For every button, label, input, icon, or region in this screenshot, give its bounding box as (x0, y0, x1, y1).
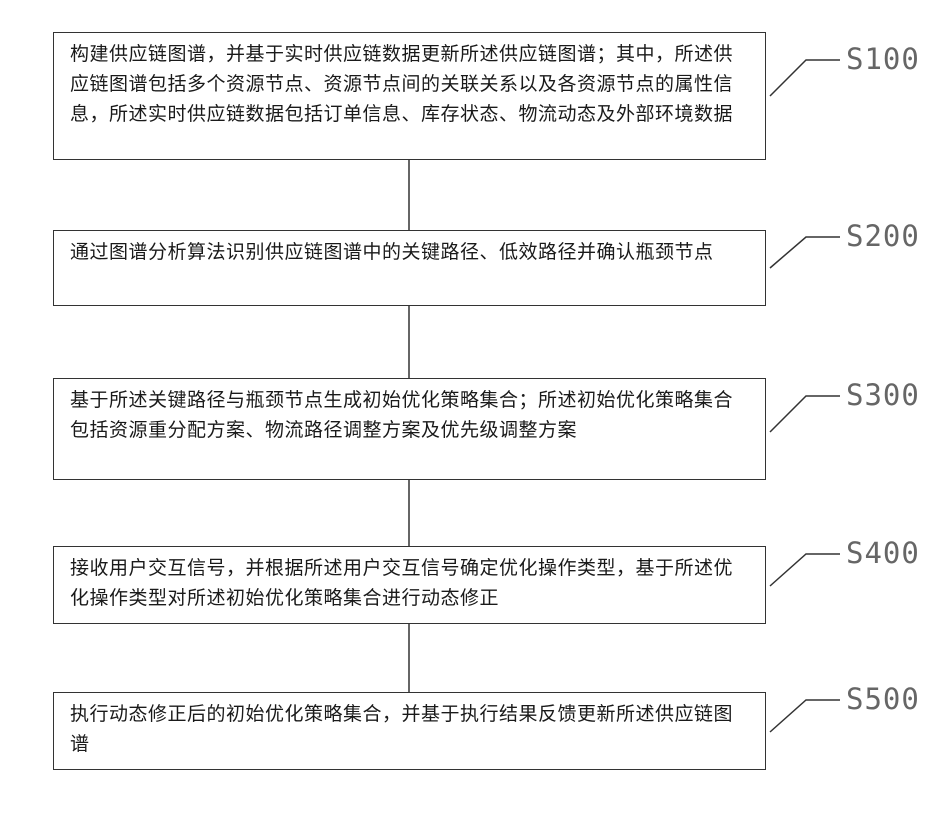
step-box-s200: 通过图谱分析算法识别供应链图谱中的关键路径、低效路径并确认瓶颈节点 (53, 230, 766, 306)
step-text-s400: 接收用户交互信号，并根据所述用户交互信号确定优化操作类型，基于所述优化操作类型对… (70, 557, 733, 609)
leader-s100 (770, 60, 840, 96)
leader-s300 (770, 396, 840, 432)
step-box-s300: 基于所述关键路径与瓶颈节点生成初始优化策略集合；所述初始优化策略集合包括资源重分… (53, 378, 766, 480)
step-label-s400: S400 (846, 536, 920, 570)
step-text-s500: 执行动态修正后的初始优化策略集合，并基于执行结果反馈更新所述供应链图谱 (70, 703, 733, 755)
step-box-s100: 构建供应链图谱，并基于实时供应链数据更新所述供应链图谱；其中，所述供应链图谱包括… (53, 32, 766, 160)
step-label-s300: S300 (846, 378, 920, 412)
step-text-s100: 构建供应链图谱，并基于实时供应链数据更新所述供应链图谱；其中，所述供应链图谱包括… (70, 43, 733, 125)
leader-s500 (770, 700, 840, 732)
step-box-s400: 接收用户交互信号，并根据所述用户交互信号确定优化操作类型，基于所述优化操作类型对… (53, 546, 766, 624)
leader-s200 (770, 237, 840, 268)
step-label-s100: S100 (846, 42, 920, 76)
leader-s400 (770, 554, 840, 586)
step-box-s500: 执行动态修正后的初始优化策略集合，并基于执行结果反馈更新所述供应链图谱 (53, 692, 766, 770)
step-text-s200: 通过图谱分析算法识别供应链图谱中的关键路径、低效路径并确认瓶颈节点 (70, 241, 714, 263)
step-text-s300: 基于所述关键路径与瓶颈节点生成初始优化策略集合；所述初始优化策略集合包括资源重分… (70, 389, 733, 441)
step-label-s500: S500 (846, 682, 920, 716)
step-label-s200: S200 (846, 219, 920, 253)
